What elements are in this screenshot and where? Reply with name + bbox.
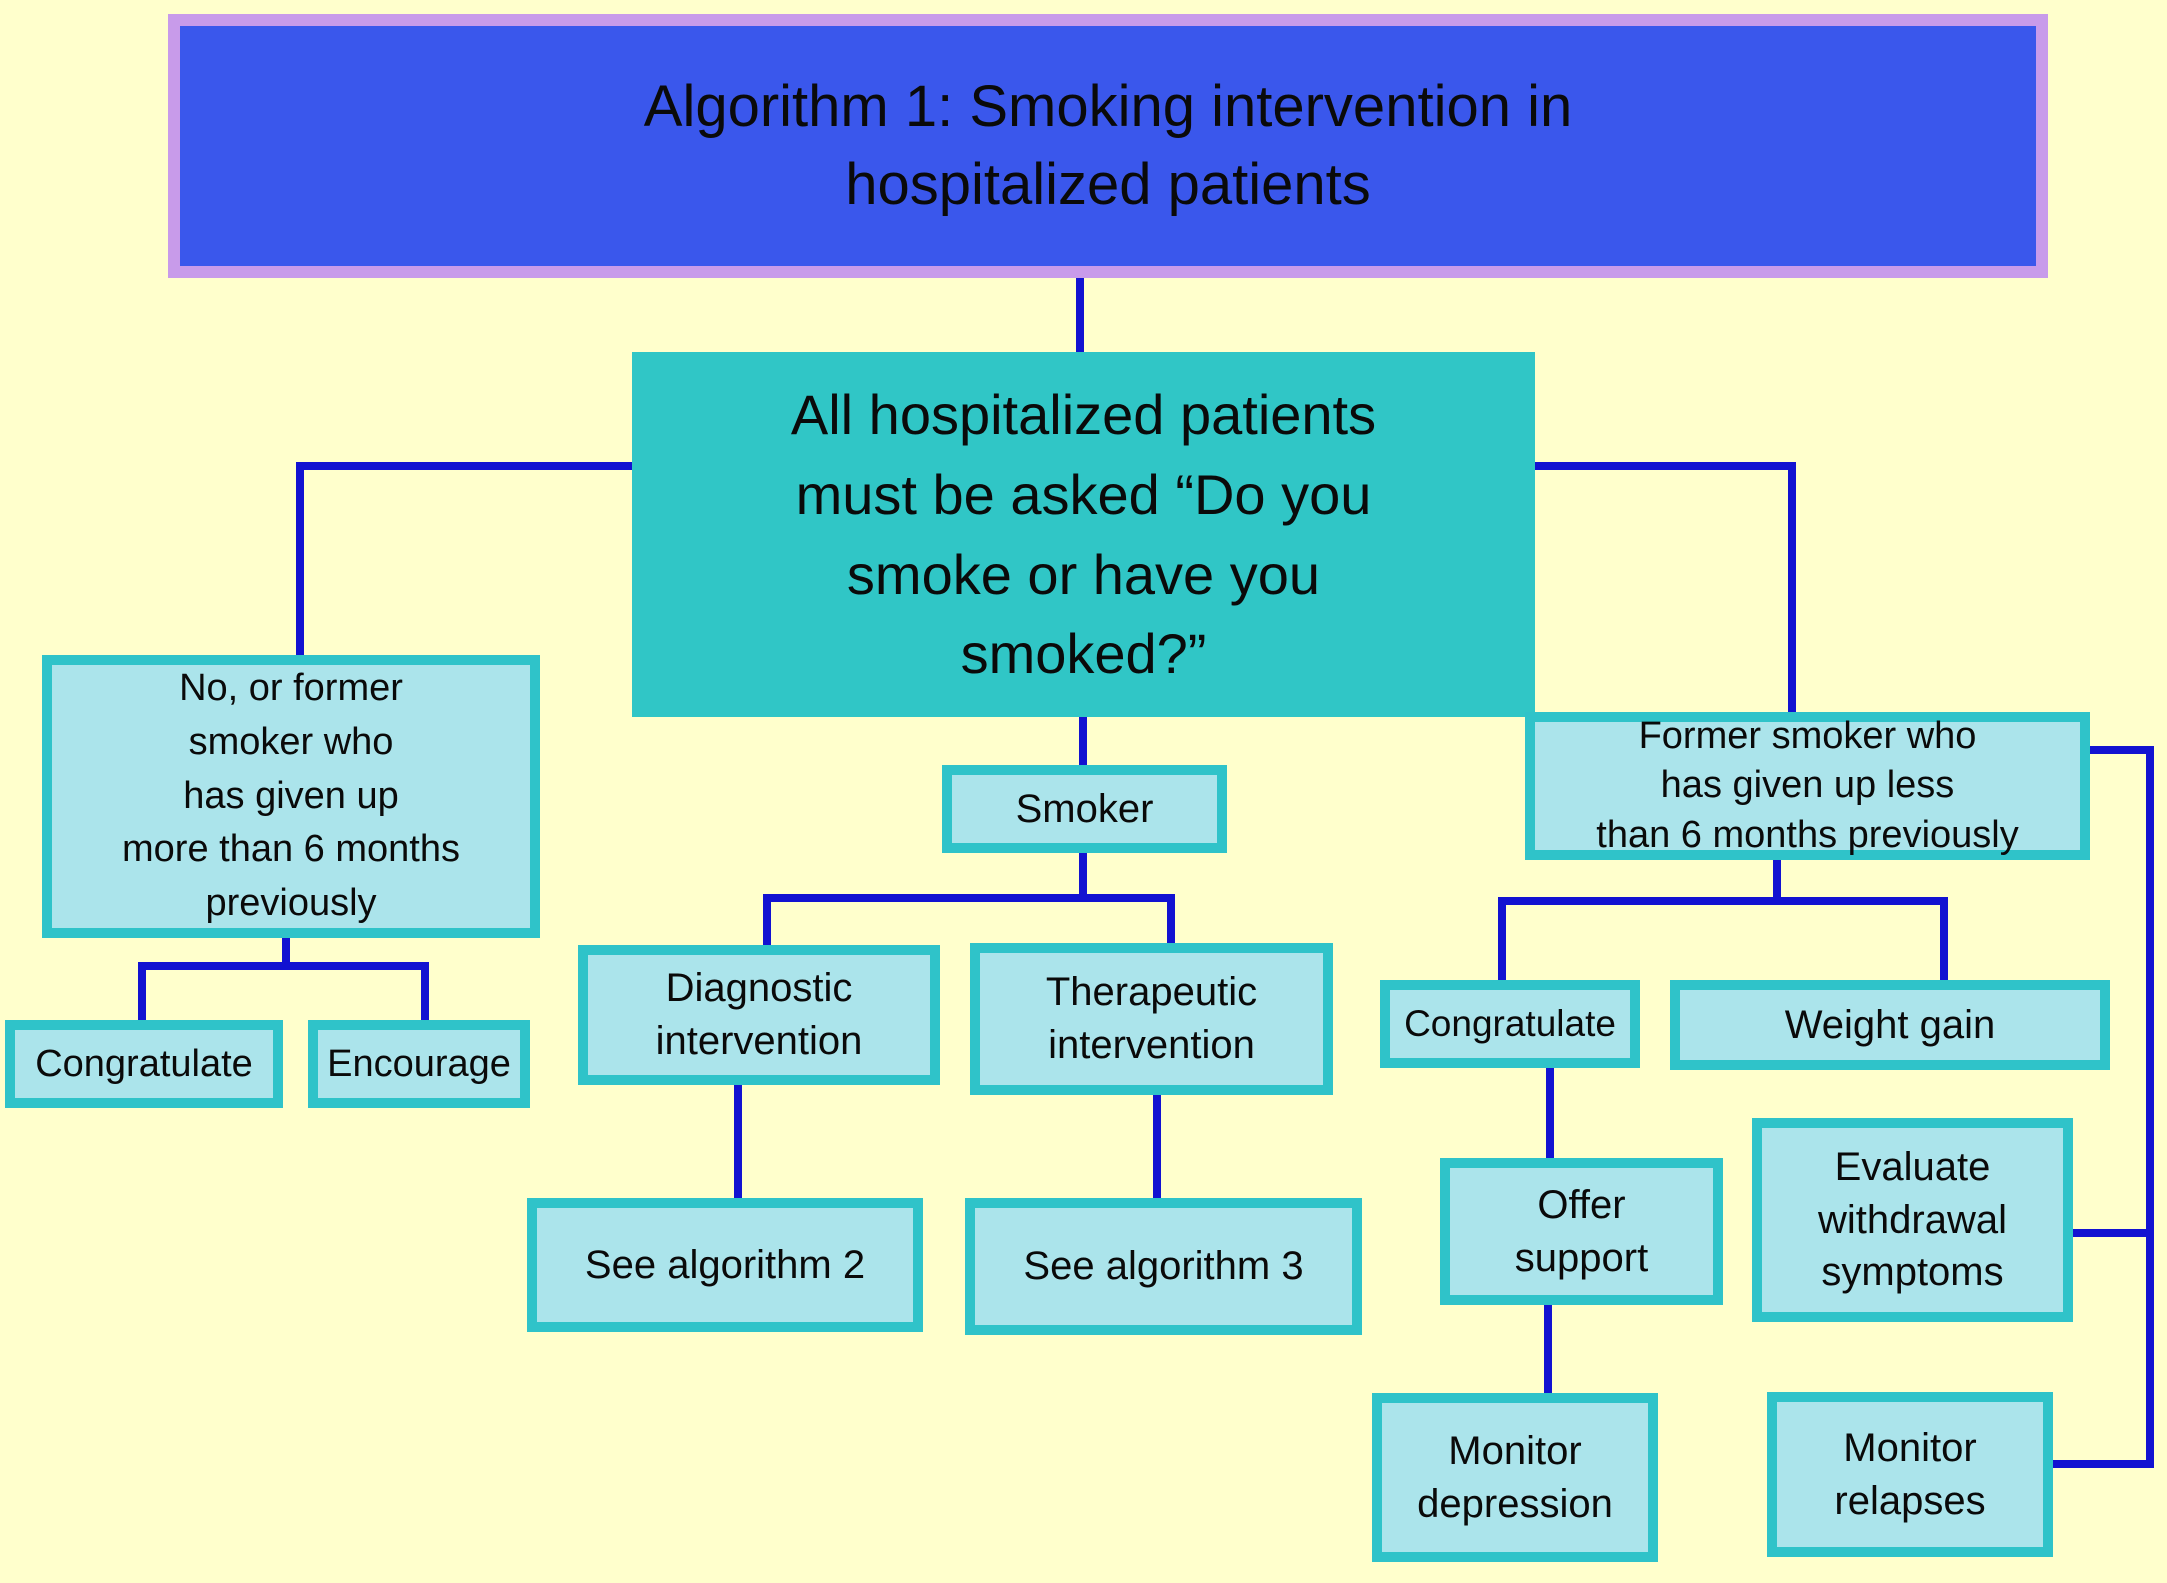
no-or-former-smoker-box: No, or former smoker who has given up mo… [42, 655, 540, 938]
connector-leftbox-tbar [138, 962, 429, 970]
connector-smoker-stem [1079, 853, 1087, 902]
connector-question-left-horizontal [296, 462, 632, 470]
connector-leg-congratulate-left [138, 962, 146, 1022]
connector-leg-therapeutic [1167, 894, 1175, 947]
connector-therapeutic-to-see3 [1153, 1093, 1161, 1200]
smoker-box: Smoker [942, 765, 1227, 853]
connector-former-tbar [1498, 897, 1948, 905]
connector-question-right-horizontal [1535, 462, 1796, 470]
connector-former-stem [1773, 858, 1781, 905]
connector-former-to-rail [2088, 746, 2152, 754]
evaluate-withdrawal-box: Evaluate withdrawal symptoms [1752, 1118, 2073, 1322]
connector-question-to-smoker [1079, 715, 1087, 767]
weight-gain-box: Weight gain [1670, 980, 2110, 1070]
former-smoker-recent-box: Former smoker who has given up less than… [1525, 712, 2090, 860]
connector-offer-to-depression [1544, 1303, 1552, 1395]
connector-question-left-vertical [296, 462, 304, 662]
connector-diagnostic-to-see2 [734, 1083, 742, 1200]
connector-leftbox-stem [282, 938, 290, 970]
connector-rail-to-relapses [2051, 1460, 2151, 1468]
connector-question-right-vertical [1788, 462, 1796, 714]
encourage-box: Encourage [308, 1020, 530, 1108]
see-algorithm-2-box: See algorithm 2 [527, 1198, 923, 1332]
connector-leg-diagnostic [763, 894, 771, 947]
connector-leg-encourage [421, 962, 429, 1022]
offer-support-box: Offer support [1440, 1158, 1723, 1305]
monitor-relapses-box: Monitor relapses [1767, 1392, 2053, 1557]
title-box: Algorithm 1: Smoking intervention in hos… [168, 14, 2048, 278]
congratulate-left-box: Congratulate [5, 1020, 283, 1108]
therapeutic-intervention-box: Therapeutic intervention [970, 943, 1333, 1095]
connector-congratulate-to-offer [1546, 1066, 1554, 1160]
question-box: All hospitalized patients must be asked … [632, 352, 1535, 717]
connector-title-to-question [1076, 278, 1084, 356]
see-algorithm-3-box: See algorithm 3 [965, 1198, 1362, 1335]
monitor-depression-box: Monitor depression [1372, 1393, 1658, 1562]
connector-leg-congratulate-right [1498, 897, 1506, 982]
connector-right-rail [2146, 746, 2154, 1468]
connector-smoker-tbar [763, 894, 1175, 902]
diagnostic-intervention-box: Diagnostic intervention [578, 945, 940, 1085]
connector-leg-weight-gain [1940, 897, 1948, 982]
connector-rail-to-evaluate [2071, 1229, 2151, 1237]
congratulate-right-box: Congratulate [1380, 980, 1640, 1068]
